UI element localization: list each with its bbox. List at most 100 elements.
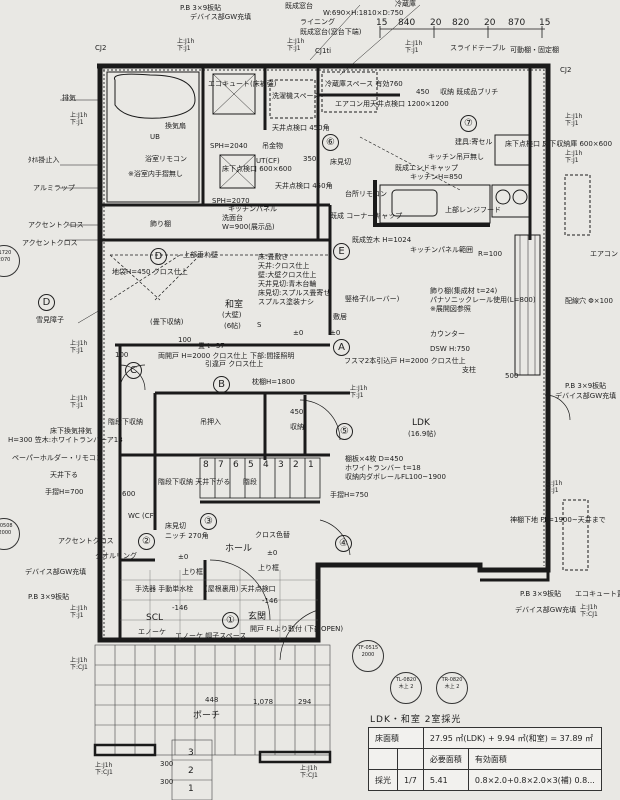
plan-label: 開戸 FLより取付 (下部OPEN) [250,625,344,633]
plan-label: 床下換気排気 [50,427,92,435]
plan-label: P.B 3×9板貼 [28,593,70,601]
plan-label: SPH=2070 [212,197,250,205]
plan-label: 床下点検口 床下収納庫 600×600 [505,140,613,148]
required-label: 必要面積 [422,748,469,770]
plan-label: エノーケ [138,628,166,636]
plan-label: 450 [290,408,304,416]
window-mark: TF-0515 2000 [352,640,384,672]
plan-label: 天井:クロス仕上 [258,262,310,270]
section-mark: ④ [335,535,352,552]
plan-label: 天井下る [50,471,78,479]
section-mark: ③ [200,513,217,530]
plan-label: CJ2 [560,66,572,74]
window-mark: TL-0820 木上 2 [390,672,422,704]
stair-number: 6 [233,460,239,470]
plan-label: 100 [178,336,192,344]
fitting-mark: E [333,243,350,260]
dimension: 870 [508,18,526,28]
plan-label: (屋根裏用) 天井点検口 [205,585,276,593]
plan-label: フスマ2本引込戸 H=2000 クロス仕上 [344,357,466,365]
plan-label: 飾り棚(集成材 t=24) [430,287,498,295]
plan-label: エアコン [590,250,618,258]
wall-tag: 上:J1h 下:CJ1 [95,762,113,776]
row-label: 採光 [368,769,398,791]
plan-label: 床見切:スプルス畳寄せ [258,289,331,297]
stair-number: 8 [203,460,209,470]
plan-label: WC (CF) [128,512,157,520]
plan-label: ホワイトランバー t=18 [345,464,421,472]
plan-label: 下部:間接照明 [250,352,295,360]
plan-label: ペーパーホルダー・リモコン [12,454,103,462]
dimension: 15 [376,18,388,28]
plan-label: 両開戸 H=2000 クロス仕上 [158,352,248,360]
section-mark: ① [222,612,239,629]
porch-step: 1 [188,784,194,794]
ratio: 1/7 [397,769,424,791]
plan-label: 300 [160,778,174,786]
plan-label: キッチンパネル範囲 [410,246,473,254]
section-mark: ⑦ [460,115,477,132]
exterior-walls [97,63,551,643]
plan-label: ±0 [293,329,304,337]
plan-label: 既成 コーナーキャップ [330,212,403,220]
wall-tag: 上:J1h 下:J1 [565,150,583,164]
plan-label: アルミラップ [33,184,75,192]
plan-label: 500 [505,372,519,380]
plan-label: 収納 [290,423,304,431]
plan-label: W:690×H:1810×D:750 [323,9,404,17]
plan-label: ±0 [178,553,189,561]
lighting-area-table: 床面積 27.95 ㎡(LDK) + 9.94 ㎡(和室) = 37.89 ㎡ … [368,727,602,791]
empty-cell [368,748,398,770]
plan-label: クロス色替 [255,531,290,539]
wall-tag: 上:J1h 下:J1 [405,40,423,54]
plan-label: 既成窓台 [285,2,313,10]
plan-label: 冷蔵庫スペース 有効760 [325,80,403,88]
plan-label: 飾り棚 [150,220,171,228]
dimension: 820 [452,18,470,28]
plan-label: 吊押入 [200,418,221,426]
section-mark: ② [138,533,155,550]
plan-label: 可動棚・固定棚 [510,46,559,54]
fitting-mark: C [125,362,142,379]
fitting-mark: A [333,339,350,356]
plan-label: ニッチ 270角 [165,532,209,540]
stair-number: 1 [308,460,314,470]
plan-label: 既成窓台(窓台下端) [300,28,362,36]
plan-label: 1,078 [253,698,274,706]
plan-label: 上部レンジフード [445,206,501,214]
plan-label: 上部垂れ壁 [183,251,218,259]
plan-label: 地袋H=450 クロス仕上 [112,268,188,276]
plan-label: パナソニックレール使用(L=800) [430,296,536,304]
plan-label: 排気 [62,94,76,102]
plan-label: 敷居 [333,313,347,321]
plan-label: CJ1ti [315,47,332,55]
plan-label: 階段下収納 [108,418,143,426]
plan-label: UT(CF) [256,157,280,165]
plan-label: -146 [262,597,278,605]
plan-label: 棚板×4枚 D=450 [345,455,404,463]
empty-cell [397,748,424,770]
wall-tag: 上:J1h 下:J1 [70,605,88,619]
plan-label: W=900(展示品) [222,223,275,231]
plan-label: DSW H:750 [430,345,470,353]
plan-label: デバイス部GW充填 [515,606,577,614]
plan-label: キッチンパネル [228,205,277,213]
section-mark: ⑥ [322,134,339,151]
wall-tag: 上:J1h 下:J1 [70,395,88,409]
porch-step: 2 [188,766,194,776]
dimension: 20 [484,18,496,28]
plan-label: 上り框 [258,564,279,572]
plan-label: P.B 3×9板貼 [520,590,562,598]
plan-label: 収納 既成品ブリチ [440,88,499,96]
plan-label: 引違戸 クロス仕上 [205,360,264,368]
wall-tag: 上:J1h 下:J1 [177,38,195,52]
plan-label: スプルス塗装ナシ [258,298,314,306]
plan-label: 畳 t=37 [198,342,225,350]
plan-label: CJ2 [95,44,107,52]
wall-tag: 上:J1h 下:J1 [287,38,305,52]
plan-label: エコキュート置場 [575,590,620,598]
plan-label: UB [150,133,160,141]
plan-label: ライニング [300,18,335,26]
plan-label: ホール [225,544,253,554]
plan-label: 手洗器 手動単水栓 [135,585,194,593]
